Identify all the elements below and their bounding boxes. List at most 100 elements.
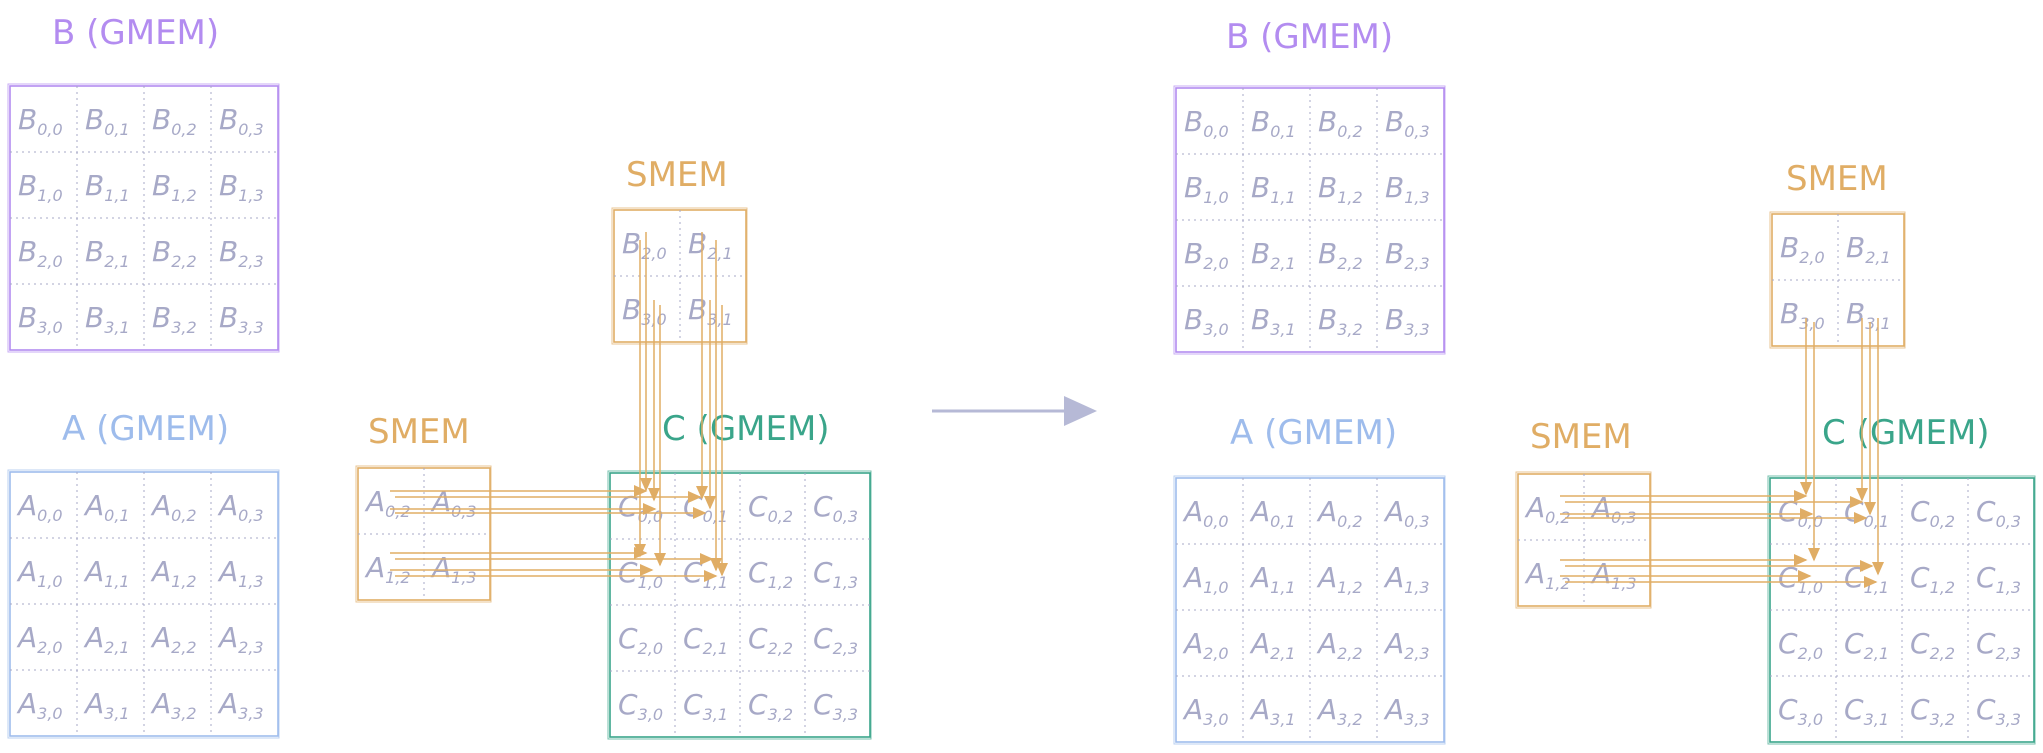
cell-subscript: 3,2 xyxy=(171,704,196,723)
cell-subscript: 0,1 xyxy=(1270,122,1295,141)
right-a-matrix-cell: A0,0 xyxy=(1182,495,1229,531)
left-smem-b-title: SMEM xyxy=(626,155,728,195)
cell-subscript: 0,3 xyxy=(1404,122,1429,141)
cell-subscript: 1,1 xyxy=(1270,188,1295,207)
cell-subscript: 1,3 xyxy=(238,572,263,591)
left-c-matrix-cell: C1,2 xyxy=(748,556,793,592)
left-a-matrix-cell: A2,3 xyxy=(217,621,264,657)
right-c-matrix-cell: C0,2 xyxy=(1910,495,1955,531)
right-c-matrix-cell: C3,0 xyxy=(1778,693,1823,729)
left-a-matrix-cell: A2,1 xyxy=(83,621,130,657)
right-a-matrix-cell: A3,0 xyxy=(1182,693,1229,729)
left-b-matrix-cell: B2,0 xyxy=(18,235,63,271)
left-c-matrix-cell: C3,2 xyxy=(748,688,793,724)
left-a-matrix-cell: A2,2 xyxy=(150,621,197,657)
cell-subscript: 0,0 xyxy=(37,506,62,525)
right-a-matrix-cell: A2,3 xyxy=(1383,627,1430,663)
left-a-matrix-cell: A1,1 xyxy=(83,555,130,591)
cell-subscript: 2,1 xyxy=(703,639,728,658)
right-smem-b-tile-cell: B3,0 xyxy=(1780,297,1825,333)
left-b-matrix-cell: B3,1 xyxy=(85,301,130,337)
cell-subscript: 3,0 xyxy=(1799,314,1824,333)
cell-subscript: 1,1 xyxy=(1270,578,1295,597)
cell-subscript: 0,1 xyxy=(104,506,129,525)
right-a-matrix-border-sketch xyxy=(1173,475,1446,745)
right-b-matrix-cell: B3,1 xyxy=(1251,303,1296,339)
cell-subscript: 2,1 xyxy=(1864,644,1889,663)
cell-subscript: 1,3 xyxy=(833,573,858,592)
cell-subscript: 2,3 xyxy=(833,639,858,658)
cell-subscript: 2,0 xyxy=(37,638,62,657)
right-b-matrix-cell: B3,3 xyxy=(1385,303,1430,339)
left-a-matrix-cell: A2,0 xyxy=(16,621,63,657)
right-smem-b-tile-cell: B3,1 xyxy=(1846,297,1891,333)
left-a-matrix-border-sketch xyxy=(7,469,280,739)
left-c-matrix-cell: C3,1 xyxy=(683,688,728,724)
cell-subscript: 3,1 xyxy=(1270,320,1295,339)
right-smem-a-tile-cell: A1,3 xyxy=(1590,557,1637,593)
right-a-matrix-cell: A1,1 xyxy=(1249,561,1296,597)
cell-subscript: 3,1 xyxy=(1864,710,1889,729)
left-c-matrix-cell: C0,3 xyxy=(813,490,858,526)
right-a-matrix-cell: A0,2 xyxy=(1316,495,1363,531)
cell-subscript: 0,2 xyxy=(171,506,196,525)
cell-subscript: 1,0 xyxy=(1798,578,1823,597)
left-a-matrix-cell: A0,3 xyxy=(217,489,264,525)
cell-subscript: 3,0 xyxy=(37,318,62,337)
cell-subscript: 2,1 xyxy=(1270,644,1295,663)
cell-subscript: 0,2 xyxy=(1545,508,1570,527)
right-c-matrix-cell: C0,3 xyxy=(1976,495,2021,531)
right-b-matrix-cell: B1,2 xyxy=(1318,171,1363,207)
right-a-matrix-cell: A3,2 xyxy=(1316,693,1363,729)
left-smem-b-tile-cell: B2,0 xyxy=(622,227,667,263)
cell-subscript: 0,3 xyxy=(238,506,263,525)
cell-subscript: 3,0 xyxy=(1203,320,1228,339)
cell-subscript: 0,2 xyxy=(385,502,410,521)
right-smem-b-tile-border-sketch xyxy=(1769,211,1906,349)
cell-subscript: 2,1 xyxy=(104,252,129,271)
left-c-matrix-cell: C2,2 xyxy=(748,622,793,658)
right-a-matrix-cell: A2,2 xyxy=(1316,627,1363,663)
right-a-matrix-cell: A1,2 xyxy=(1316,561,1363,597)
cell-subscript: 3,0 xyxy=(37,704,62,723)
cell-subscript: 3,2 xyxy=(1337,710,1362,729)
left-c-matrix-cell: C0,2 xyxy=(748,490,793,526)
left-a-matrix-cell: A1,2 xyxy=(150,555,197,591)
left-b-matrix-cell: B3,0 xyxy=(18,301,63,337)
cell-subscript: 2,0 xyxy=(37,252,62,271)
cell-subscript: 0,1 xyxy=(1270,512,1295,531)
right-c-matrix-cell: C3,3 xyxy=(1976,693,2021,729)
right-a-matrix-cell: A2,0 xyxy=(1182,627,1229,663)
left-smem-b-tile-cell: B2,1 xyxy=(688,227,733,263)
cell-subscript: 0,2 xyxy=(171,120,196,139)
cell-subscript: 2,0 xyxy=(641,244,666,263)
right-b-matrix-cell: B1,0 xyxy=(1184,171,1229,207)
cell-subscript: 2,3 xyxy=(1404,254,1429,273)
cell-subscript: 3,3 xyxy=(1404,320,1429,339)
left-smem-a-tile-cell: A1,2 xyxy=(364,551,411,587)
cell-subscript: 3,0 xyxy=(1203,710,1228,729)
cell-subscript: 0,0 xyxy=(37,120,62,139)
left-a-to-c-arrows xyxy=(390,485,718,582)
right-b-matrix-cell: B1,3 xyxy=(1385,171,1430,207)
cell-subscript: 1,0 xyxy=(37,572,62,591)
left-b-matrix-cell: B0,0 xyxy=(18,103,63,139)
left-smem-a-title: SMEM xyxy=(368,412,470,452)
right-a-matrix-cell: A0,3 xyxy=(1383,495,1430,531)
right-c-matrix-cell: C3,1 xyxy=(1844,693,1889,729)
cell-subscript: 1,1 xyxy=(104,572,129,591)
left-a-matrix-cell: A3,2 xyxy=(150,687,197,723)
cell-subscript: 1,0 xyxy=(37,186,62,205)
right-smem-b-title: SMEM xyxy=(1786,159,1888,199)
right-b-matrix-cell: B0,0 xyxy=(1184,105,1229,141)
cell-subscript: 0,3 xyxy=(451,502,476,521)
cell-subscript: 0,3 xyxy=(833,507,858,526)
cell-subscript: 1,2 xyxy=(171,572,196,591)
right-b-matrix-cell: B0,3 xyxy=(1385,105,1430,141)
cell-subscript: 1,2 xyxy=(768,573,793,592)
cell-subscript: 3,2 xyxy=(1930,710,1955,729)
cell-subscript: 3,3 xyxy=(1996,710,2021,729)
